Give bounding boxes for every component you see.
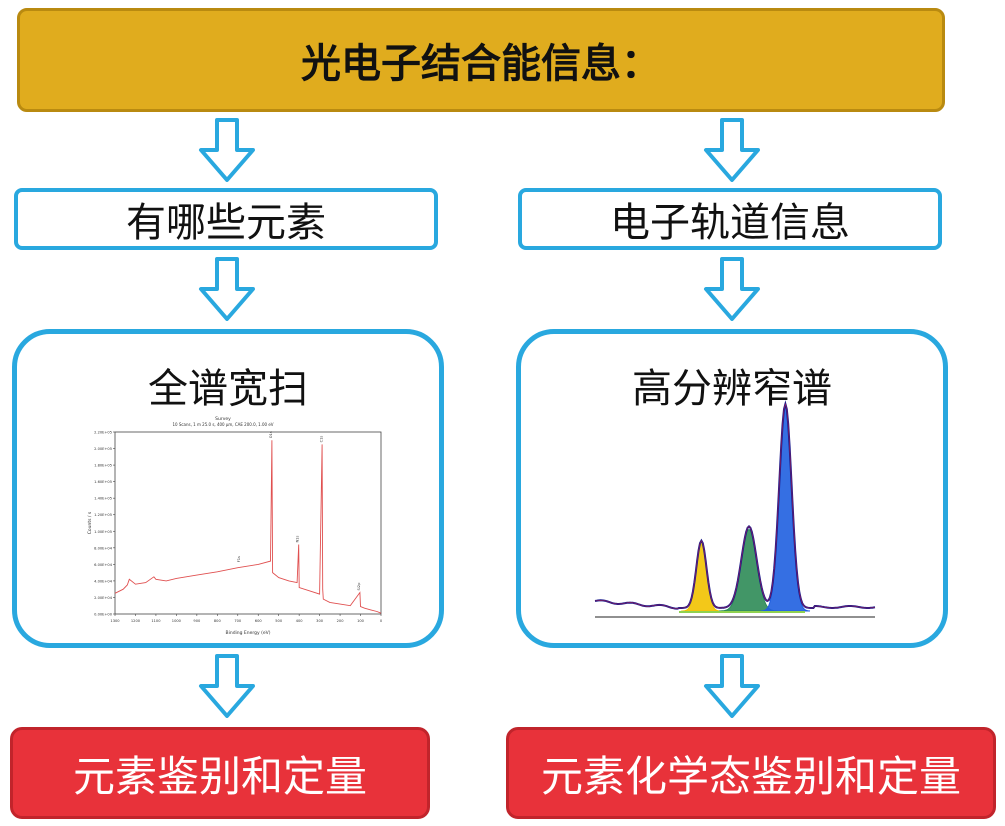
survey-peak-label: Si2p xyxy=(357,582,361,591)
survey-x-tick-label: 1300 xyxy=(110,619,120,623)
survey-x-tick-label: 1000 xyxy=(172,619,182,623)
component-peak xyxy=(681,542,722,612)
survey-y-tick-label: 1.60E+05 xyxy=(94,480,112,484)
survey-x-tick-label: 300 xyxy=(316,619,324,623)
down-arrow-icon xyxy=(199,654,255,718)
survey-y-tick-label: 2.20E+05 xyxy=(94,431,112,435)
high-res-spectrum-chart xyxy=(594,400,876,618)
survey-peak-label: N1s xyxy=(296,536,300,543)
title-banner: 光电子结合能信息： xyxy=(17,8,945,112)
down-arrow-icon xyxy=(704,654,760,718)
survey-peak-label: C1s xyxy=(320,436,324,443)
survey-x-label: Binding Energy (eV) xyxy=(226,630,271,636)
down-arrow-icon xyxy=(199,257,255,321)
survey-y-tick-label: 4.00E+04 xyxy=(94,579,113,583)
survey-y-label: Counts / s xyxy=(87,511,93,534)
survey-spectrum-line xyxy=(114,440,382,614)
survey-y-tick-label: 8.00E+04 xyxy=(94,546,113,550)
down-arrow-icon xyxy=(199,118,255,182)
component-peak xyxy=(760,405,811,612)
orbital-info-box: 电子轨道信息 xyxy=(518,188,942,250)
down-arrow-icon xyxy=(704,118,760,182)
chemical-state-label: 元素化学态鉴别和定量 xyxy=(540,751,961,801)
survey-plot-frame xyxy=(114,431,382,615)
element-quant-label: 元素鉴别和定量 xyxy=(72,751,367,801)
fit-line xyxy=(594,402,876,609)
down-arrow-icon xyxy=(704,257,760,321)
survey-x-tick-label: 800 xyxy=(214,619,222,623)
survey-y-tick-label: 0.00E+00 xyxy=(94,613,113,617)
chemical-state-result: 元素化学态鉴别和定量 xyxy=(506,727,996,819)
survey-x-tick-label: 400 xyxy=(296,619,304,623)
elements-box: 有哪些元素 xyxy=(14,188,438,250)
title-text: 光电子结合能信息： xyxy=(301,41,661,87)
element-quant-result: 元素鉴别和定量 xyxy=(10,727,430,819)
survey-x-tick-label: 100 xyxy=(357,619,365,623)
survey-spectrum-chart: Survey 10 Scans, 1 m 25.0 s, 400 μm, CAE… xyxy=(87,416,383,636)
survey-y-tick-label: 1.40E+05 xyxy=(94,497,112,501)
survey-x-tick-label: 700 xyxy=(234,619,242,623)
survey-y-tick-label: 1.20E+05 xyxy=(94,513,112,517)
survey-y-tick-label: 6.00E+04 xyxy=(94,563,113,567)
survey-y-axis: 0.00E+00 2.00E+04 4.00E+04 6.00E+04 8.00E+04… xyxy=(94,431,115,617)
survey-scan-panel: 全谱宽扫 Survey 10 Scans, 1 m 25.0 s, 400 μm… xyxy=(12,329,444,648)
survey-peak-label: F1s xyxy=(237,556,241,562)
high-res-title: 高分辨窄谱 xyxy=(632,366,832,412)
survey-x-tick-label: 600 xyxy=(255,619,263,623)
survey-scan-title: 全谱宽扫 xyxy=(148,366,308,412)
survey-peak-label: O1s xyxy=(269,431,273,438)
elements-label: 有哪些元素 xyxy=(126,200,326,246)
survey-x-tick-label: 500 xyxy=(275,619,283,623)
survey-x-tick-label: 0 xyxy=(380,619,383,623)
survey-chart-title: Survey xyxy=(215,416,231,422)
high-res-panel: 高分辨窄谱 xyxy=(516,329,948,648)
survey-x-tick-label: 200 xyxy=(337,619,345,623)
survey-y-tick-label: 2.00E+05 xyxy=(94,447,112,451)
survey-y-tick-label: 1.00E+05 xyxy=(94,530,112,534)
survey-y-tick-label: 1.80E+05 xyxy=(94,464,112,468)
survey-x-tick-label: 900 xyxy=(193,619,201,623)
orbital-info-label: 电子轨道信息 xyxy=(610,200,850,246)
survey-x-tick-label: 1100 xyxy=(151,619,161,623)
survey-x-tick-label: 1200 xyxy=(131,619,141,623)
envelope-line xyxy=(594,400,876,610)
survey-chart-subtitle: 10 Scans, 1 m 25.0 s, 400 μm, CAE 200.0,… xyxy=(172,422,273,427)
survey-y-tick-label: 2.00E+04 xyxy=(94,596,113,600)
